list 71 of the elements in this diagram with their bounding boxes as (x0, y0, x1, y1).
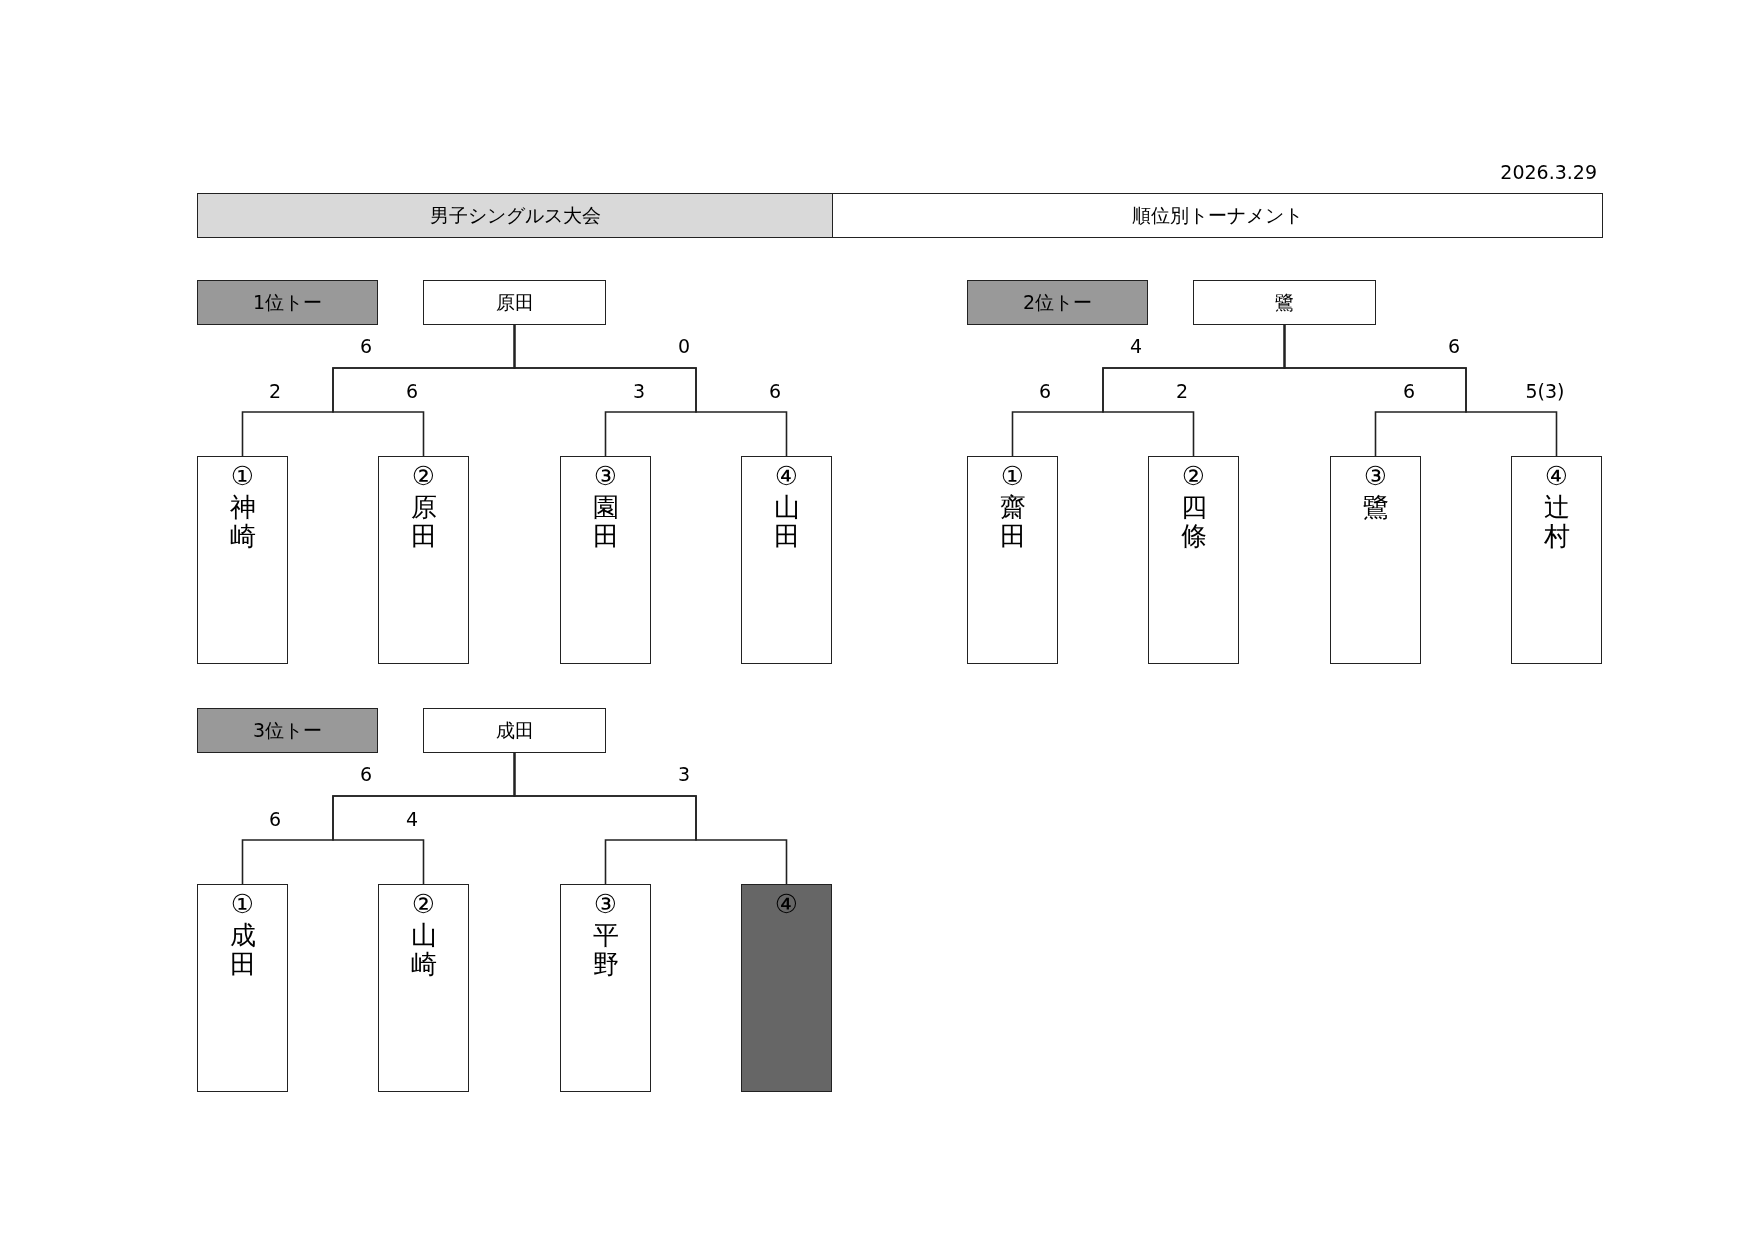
bracket-line (513, 752, 788, 885)
winner-box (423, 280, 606, 325)
header-text: 男子シングルス大会 (429, 202, 601, 228)
score: 6 (359, 763, 373, 785)
score: 6 (359, 335, 373, 357)
player-box (197, 884, 288, 1092)
seed-number: ① (230, 891, 255, 917)
score: 2 (1175, 380, 1189, 402)
header-text: 順位別トーナメント (1132, 202, 1303, 228)
player-box (1511, 456, 1602, 664)
section-label (967, 280, 1148, 325)
seed-number: ④ (1544, 463, 1569, 489)
player-box (1330, 456, 1421, 664)
seed-number: ② (1181, 463, 1206, 489)
section-label (197, 280, 378, 325)
score: 6 (1038, 380, 1052, 402)
player-name: 原田 (410, 493, 437, 551)
player-name: 鷺 (1362, 493, 1389, 522)
score: 4 (405, 808, 419, 830)
player-box (741, 456, 832, 664)
player-box (967, 456, 1058, 664)
score: 3 (677, 763, 691, 785)
player-name: 成田 (229, 921, 256, 979)
header-cell (832, 193, 1603, 238)
seed-number: ② (411, 463, 436, 489)
score: 6 (768, 380, 782, 402)
section-title: 2位トー (1022, 289, 1093, 315)
score: 6 (1402, 380, 1416, 402)
player-box (560, 884, 651, 1092)
date: 2026.3.29 (1500, 161, 1597, 183)
score: 4 (1129, 335, 1143, 357)
player-box (378, 456, 469, 664)
winner-box (1193, 280, 1376, 325)
player-box (741, 884, 832, 1092)
player-name: 齋田 (999, 493, 1026, 551)
seed-number: ④ (774, 891, 799, 917)
player-name: 四條 (1180, 493, 1207, 551)
bracket-line (1283, 324, 1558, 457)
player-name: 神崎 (229, 493, 256, 551)
header-cell (197, 193, 833, 238)
seed-number: ① (230, 463, 255, 489)
player-name: 園田 (592, 493, 619, 551)
score: 6 (268, 808, 282, 830)
section-label (197, 708, 378, 753)
section-title: 1位トー (252, 289, 323, 315)
winner-box (423, 708, 606, 753)
player-name: 辻村 (1543, 493, 1570, 551)
seed-number: ③ (1363, 463, 1388, 489)
player-box (197, 456, 288, 664)
score: 6 (405, 380, 419, 402)
seed-number: ③ (593, 463, 618, 489)
bracket-line (513, 324, 788, 457)
player-name: 平野 (592, 921, 619, 979)
section-title: 3位トー (252, 717, 323, 743)
score: 2 (268, 380, 282, 402)
score: 3 (632, 380, 646, 402)
player-box (560, 456, 651, 664)
winner-name: 成田 (495, 717, 534, 743)
player-name: 山崎 (410, 921, 437, 979)
seed-number: ③ (593, 891, 618, 917)
seed-number: ② (411, 891, 436, 917)
score: 5(3) (1525, 380, 1565, 402)
seed-number: ① (1000, 463, 1025, 489)
player-name: 山田 (773, 493, 800, 551)
player-box (378, 884, 469, 1092)
score: 0 (677, 335, 691, 357)
winner-name: 鷺 (1275, 289, 1294, 315)
seed-number: ④ (774, 463, 799, 489)
player-box (1148, 456, 1239, 664)
score: 6 (1447, 335, 1461, 357)
winner-name: 原田 (495, 289, 534, 315)
